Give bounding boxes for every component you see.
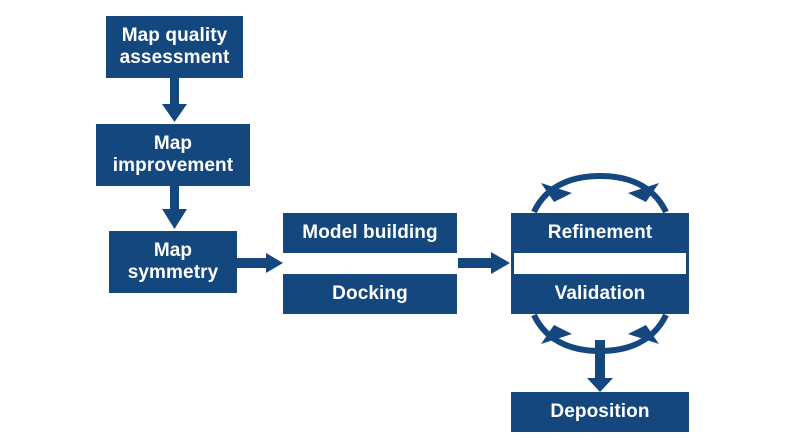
node-docking[interactable]: Docking — [283, 274, 457, 314]
node-map-improvement[interactable]: Map improvement — [96, 124, 250, 186]
arrow-symmetry-to-building — [237, 253, 283, 273]
arrow-cycle-to-deposition — [587, 340, 613, 392]
node-map-symmetry[interactable]: Map symmetry — [109, 231, 237, 293]
cycle-arc-top-arrowheads — [541, 183, 659, 202]
node-deposition[interactable]: Deposition — [511, 392, 689, 432]
cycle-arc-bottom — [531, 313, 669, 355]
arrow-quality-to-improvement — [162, 78, 187, 122]
arrow-improvement-to-symmetry — [162, 186, 187, 229]
node-refinement[interactable]: Refinement — [511, 213, 689, 253]
node-map-quality-assessment[interactable]: Map quality assessment — [106, 16, 243, 78]
arrow-building-to-refinement — [458, 252, 510, 274]
node-validation[interactable]: Validation — [511, 274, 689, 314]
cycle-arc-top — [531, 172, 669, 214]
cycle-arc-bottom-arrowheads — [541, 325, 659, 344]
node-model-building[interactable]: Model building — [283, 213, 457, 253]
